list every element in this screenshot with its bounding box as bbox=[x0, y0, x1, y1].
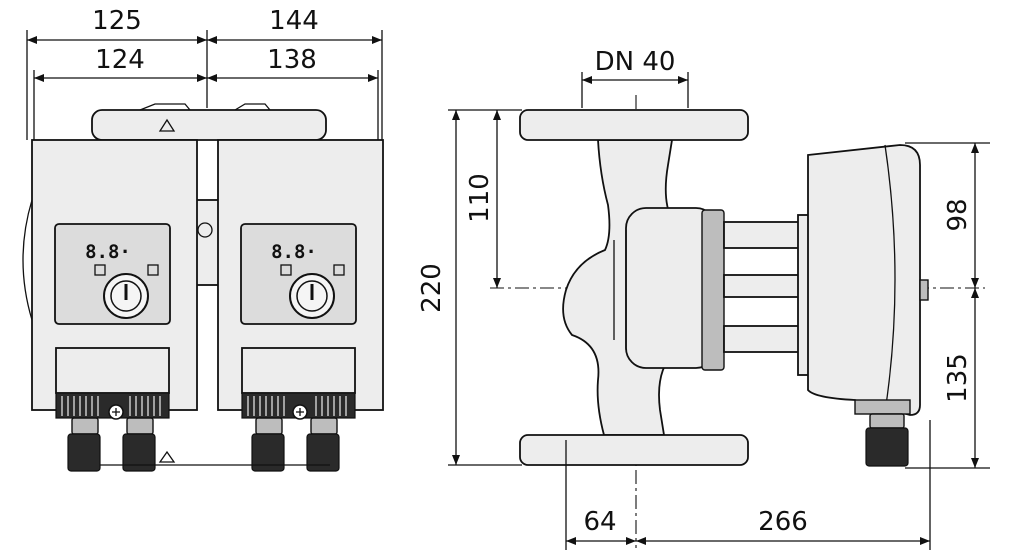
right-pump-head: 8.8· bbox=[217, 139, 384, 472]
twin-connector bbox=[195, 199, 221, 286]
bottom-pipe-flange bbox=[519, 434, 749, 466]
dim-label-138: 138 bbox=[267, 45, 317, 75]
dim-label-220: 220 bbox=[417, 263, 447, 313]
side-view: DN 40 220 110 98 bbox=[417, 47, 990, 550]
dim-label-135: 135 bbox=[943, 353, 973, 403]
left-cable-gland-2 bbox=[122, 417, 156, 472]
left-cable-gland-1 bbox=[67, 417, 101, 472]
right-led-display: 8.8· bbox=[271, 241, 317, 263]
left-pump-head: 8.8· bbox=[31, 139, 198, 472]
dim-label-266: 266 bbox=[758, 507, 808, 537]
dim-label-64: 64 bbox=[583, 507, 616, 537]
right-cable-gland-2 bbox=[306, 417, 340, 472]
dim-label-98: 98 bbox=[943, 198, 973, 231]
flow-direction-icon bbox=[158, 118, 176, 132]
top-pipe-flange bbox=[519, 109, 749, 141]
right-led-indicator-icon bbox=[280, 264, 292, 276]
right-control-knob[interactable] bbox=[289, 273, 335, 319]
right-led-indicator-icon-2 bbox=[333, 264, 345, 276]
motor-flange bbox=[701, 209, 725, 371]
electronic-module bbox=[807, 144, 921, 416]
dim-label-125: 125 bbox=[92, 6, 142, 36]
left-led-indicator-icon bbox=[94, 264, 106, 276]
front-view: 125 144 124 138 8.8· bbox=[22, 6, 384, 472]
side-cable-gland bbox=[865, 413, 909, 467]
rear-flange-top bbox=[91, 109, 327, 141]
left-led-indicator-icon-2 bbox=[147, 264, 159, 276]
dim-label-124: 124 bbox=[95, 45, 145, 75]
left-control-knob[interactable] bbox=[103, 273, 149, 319]
dim-label-dn40: DN 40 bbox=[595, 47, 676, 77]
left-led-display: 8.8· bbox=[85, 241, 131, 263]
dim-label-110: 110 bbox=[465, 173, 495, 223]
right-cable-gland-1 bbox=[251, 417, 285, 472]
dim-label-144: 144 bbox=[269, 6, 319, 36]
